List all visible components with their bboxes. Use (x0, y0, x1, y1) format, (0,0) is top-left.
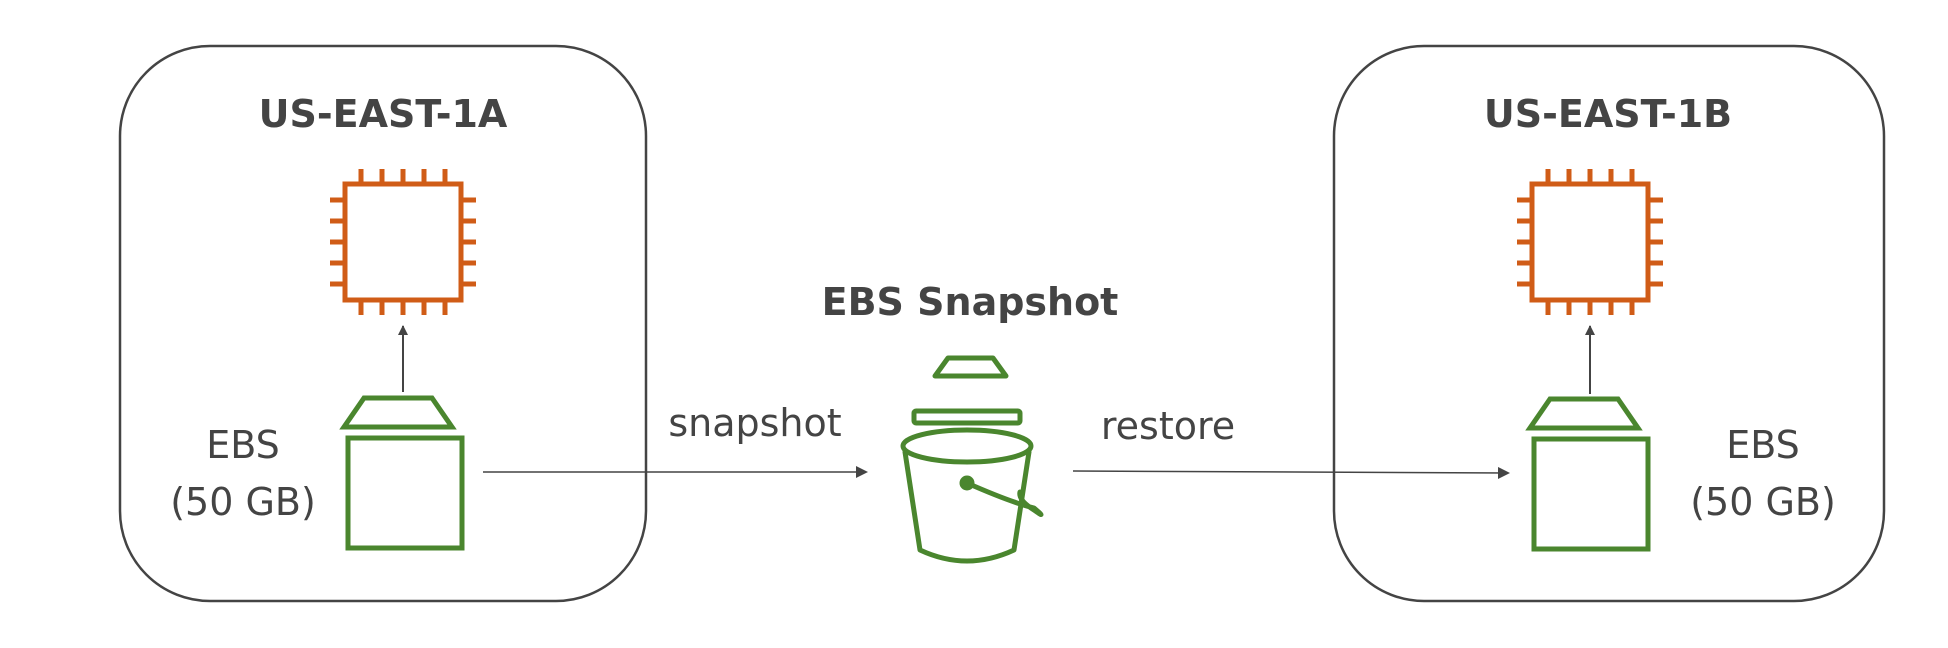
availability-zone-b: US-EAST-1B EBS (50 GB) (1332, 44, 1886, 603)
zone-b-volume-label-line1: EBS (1726, 423, 1800, 467)
restore-edge: restore (1072, 404, 1510, 479)
availability-zone-a: US-EAST-1A EBS (50 GB) (118, 44, 648, 603)
snapshot-title: EBS Snapshot (822, 280, 1119, 324)
ec2-instance-icon (1517, 169, 1663, 315)
ec2-instance-icon (330, 169, 476, 315)
s3-bucket-icon (900, 355, 1044, 564)
ebs-volume-icon (1530, 399, 1648, 549)
snapshot-store: EBS Snapshot (822, 280, 1119, 564)
ebs-volume-icon (344, 398, 462, 548)
zone-b-title: US-EAST-1B (1484, 92, 1732, 136)
zone-a-volume-label-line1: EBS (206, 423, 280, 467)
restore-arrow (1072, 466, 1510, 479)
zone-a-volume-label-line2: (50 GB) (170, 480, 316, 524)
zone-b-boundary (1332, 44, 1886, 603)
zone-b-volume-label-line2: (50 GB) (1690, 480, 1836, 524)
restore-edge-label: restore (1101, 404, 1235, 448)
snapshot-edge: snapshot (483, 401, 868, 478)
zone-a-boundary (118, 44, 648, 603)
snapshot-edge-label: snapshot (668, 401, 841, 445)
zone-a-title: US-EAST-1A (259, 92, 508, 136)
